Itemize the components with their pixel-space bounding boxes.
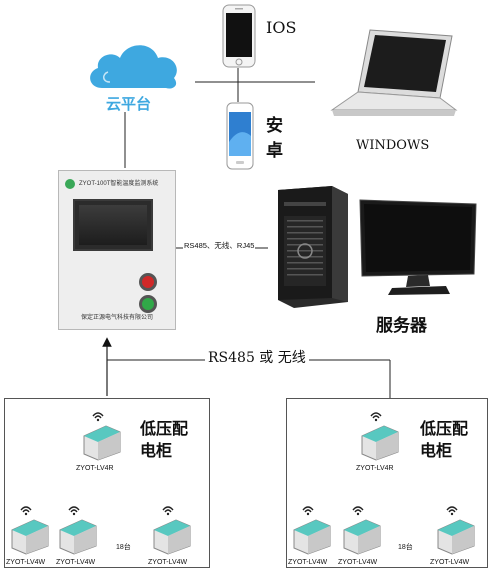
wireless-sensor-icon: [358, 402, 402, 462]
count-label-right: 18台: [398, 544, 413, 551]
device-label: ZYOT-LV4W: [148, 559, 188, 566]
controller-title: ZYOT-100T智能温度监测系统: [79, 181, 159, 187]
cloud-icon: [84, 38, 184, 96]
wireless-sensor-icon: [290, 496, 334, 556]
android-label: 安 卓: [266, 116, 283, 161]
device-label: ZYOT-LV4W: [338, 559, 378, 566]
controller-cabinet: ZYOT-100T智能温度监测系统 保定正源电气科技有限公司: [58, 170, 176, 330]
device-label: ZYOT-LV4W: [430, 559, 470, 566]
device-label: ZYOT-LV4W: [6, 559, 46, 566]
wireless-sensor-icon: [8, 496, 52, 556]
cabinet-label-right: 低压配 电柜: [420, 419, 469, 460]
top-device-label-right: ZYOT-LV4R: [356, 465, 394, 472]
server-label: 服务器: [376, 316, 427, 336]
iphone-icon: [222, 4, 256, 68]
cloud-label: 云平台: [106, 95, 152, 113]
field-bus-label: RS485 或 无线: [205, 351, 309, 365]
wireless-sensor-icon: [150, 496, 194, 556]
red-indicator-icon: [139, 273, 157, 291]
wireless-sensor-icon: [56, 496, 100, 556]
count-label-left: 18台: [116, 544, 131, 551]
wireless-sensor-icon: [340, 496, 384, 556]
cabinet-label-left: 低压配 电柜: [140, 419, 189, 460]
controller-company: 保定正源电气科技有限公司: [81, 315, 154, 321]
wireless-sensor-icon: [434, 496, 478, 556]
touch-screen: [73, 199, 153, 251]
top-device-label-left: ZYOT-LV4R: [76, 465, 114, 472]
company-logo-icon: [65, 179, 75, 189]
device-label: ZYOT-LV4W: [56, 559, 96, 566]
green-indicator-icon: [139, 295, 157, 313]
device-label: ZYOT-LV4W: [288, 559, 328, 566]
android-phone-icon: [226, 102, 254, 170]
wireless-sensor-icon: [80, 402, 124, 462]
server-link-label: RS485、无线、RJ45: [183, 241, 256, 250]
ios-label: IOS: [266, 18, 297, 37]
monitor-icon: [358, 196, 478, 298]
laptop-icon: [330, 28, 460, 126]
windows-label: WINDOWS: [356, 138, 430, 153]
server-tower-icon: [272, 186, 352, 310]
